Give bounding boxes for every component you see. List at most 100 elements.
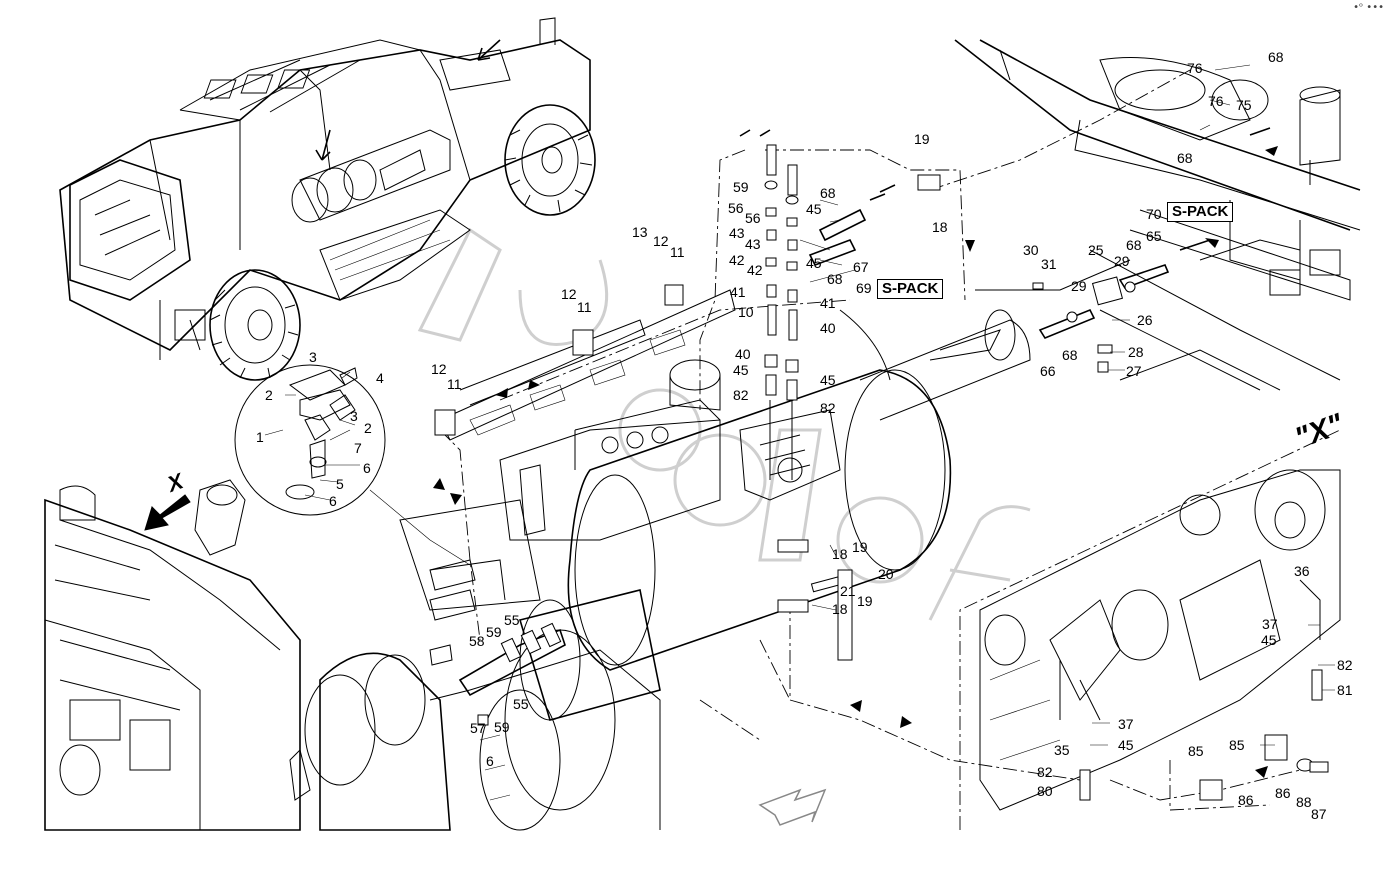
callout-number: 11 — [447, 376, 462, 392]
callout-number: 76 — [1208, 93, 1224, 109]
callout-number: 76 — [1187, 60, 1203, 76]
callout-number: 21 — [840, 583, 856, 599]
callout-number: 2 — [265, 387, 273, 403]
callout-number: 13 — [632, 224, 648, 240]
callout-number: 29 — [1114, 253, 1130, 269]
callout-number: 35 — [1054, 742, 1070, 758]
ellipsis-icon[interactable]: •ᵒ ••• — [1353, 2, 1384, 13]
spack-label-box: S-PACK — [877, 279, 944, 299]
callout-number: 82 — [1337, 657, 1353, 673]
callout-number: 40 — [820, 320, 836, 336]
callout-number: 30 — [1023, 242, 1039, 258]
callout-number: 2 — [364, 420, 372, 436]
leader-lines — [799, 64, 1335, 746]
clamp-assembly — [429, 284, 1329, 801]
callout-number: 45 — [806, 201, 822, 217]
callout-number: 45 — [733, 362, 749, 378]
callout-number: 80 — [1037, 783, 1053, 799]
callout-number: 19 — [857, 593, 873, 609]
callout-number: 26 — [1137, 312, 1153, 328]
engine-right — [959, 429, 1341, 830]
callout-number: 45 — [1261, 632, 1277, 648]
spack-label-box-upper: S-PACK — [1167, 202, 1234, 222]
callout-number: 65 — [1146, 228, 1162, 244]
callout-number: 56 — [745, 210, 761, 226]
engine-block — [44, 479, 661, 831]
callout-number: 55 — [513, 696, 529, 712]
callout-number: 5 — [336, 476, 344, 492]
callout-number: 70 — [1146, 206, 1162, 222]
frame-right — [954, 39, 1361, 391]
detail-circle — [234, 364, 471, 566]
callout-number: 45 — [806, 255, 822, 271]
callout-number: 43 — [729, 225, 745, 241]
callout-number: 67 — [853, 259, 869, 275]
callout-number: 82 — [733, 387, 749, 403]
callout-number: 36 — [1294, 563, 1310, 579]
flow-arrows — [433, 146, 1278, 778]
callout-number: 1 — [256, 429, 264, 445]
callout-number: 75 — [1236, 97, 1252, 113]
fittings-column — [739, 129, 941, 480]
callout-number: 68 — [827, 271, 843, 287]
callout-number: 3 — [350, 408, 358, 424]
callout-number: 27 — [1126, 363, 1142, 379]
callout-number: 69 — [856, 280, 872, 296]
callout-number: 86 — [1238, 792, 1254, 808]
direction-arrow-icon — [758, 788, 827, 826]
callout-number: 31 — [1041, 256, 1057, 272]
callout-number: 85 — [1188, 743, 1204, 759]
callout-number: 19 — [914, 131, 930, 147]
callout-number: 59 — [486, 624, 502, 640]
callout-number: 12 — [431, 361, 447, 377]
callout-number: 59 — [494, 719, 510, 735]
callout-number: 88 — [1296, 794, 1312, 810]
callout-number: 20 — [878, 566, 894, 582]
callout-number: 68 — [1177, 150, 1193, 166]
callout-number: 12 — [561, 286, 577, 302]
callout-number: 55 — [504, 612, 520, 628]
callout-number: 4 — [376, 370, 384, 386]
callout-number: 3 — [309, 349, 317, 365]
callout-number: 6 — [486, 753, 494, 769]
callout-number: 18 — [832, 546, 848, 562]
callout-number: 7 — [354, 440, 362, 456]
callout-number: 57 — [470, 720, 486, 736]
central-tank — [399, 309, 1031, 721]
callout-number: 10 — [738, 304, 754, 320]
callout-number: 45 — [820, 372, 836, 388]
callout-number: 82 — [1037, 764, 1053, 780]
callout-number: 81 — [1337, 682, 1353, 698]
spack-fittings — [1032, 127, 1271, 373]
callout-number: 56 — [728, 200, 744, 216]
callout-number: 29 — [1071, 278, 1087, 294]
callout-number: 18 — [832, 601, 848, 617]
callout-number: 25 — [1088, 242, 1104, 258]
callout-number: 87 — [1311, 806, 1327, 822]
callout-number: 12 — [653, 233, 669, 249]
callout-number: 37 — [1262, 616, 1278, 632]
callout-number: 11 — [577, 299, 592, 315]
callout-number: 28 — [1128, 344, 1144, 360]
callout-number: 85 — [1229, 737, 1245, 753]
watermark — [417, 227, 1031, 621]
callout-number: 86 — [1275, 785, 1291, 801]
x-view-arrow — [144, 494, 191, 531]
callout-number: 41 — [730, 284, 746, 300]
callout-number: 59 — [733, 179, 749, 195]
callout-number: 18 — [932, 219, 948, 235]
callout-number: 19 — [852, 539, 868, 555]
callout-number: 6 — [329, 493, 337, 509]
callout-number: 42 — [747, 262, 763, 278]
callout-number: 37 — [1118, 716, 1134, 732]
callout-number: 45 — [1118, 737, 1134, 753]
callout-number: 41 — [820, 295, 836, 311]
callout-number: 68 — [1062, 347, 1078, 363]
callout-number: 82 — [820, 400, 836, 416]
callout-number: 58 — [469, 633, 485, 649]
callout-number: 68 — [820, 185, 836, 201]
callout-number: 68 — [1268, 49, 1284, 65]
callout-number: 11 — [670, 244, 685, 260]
